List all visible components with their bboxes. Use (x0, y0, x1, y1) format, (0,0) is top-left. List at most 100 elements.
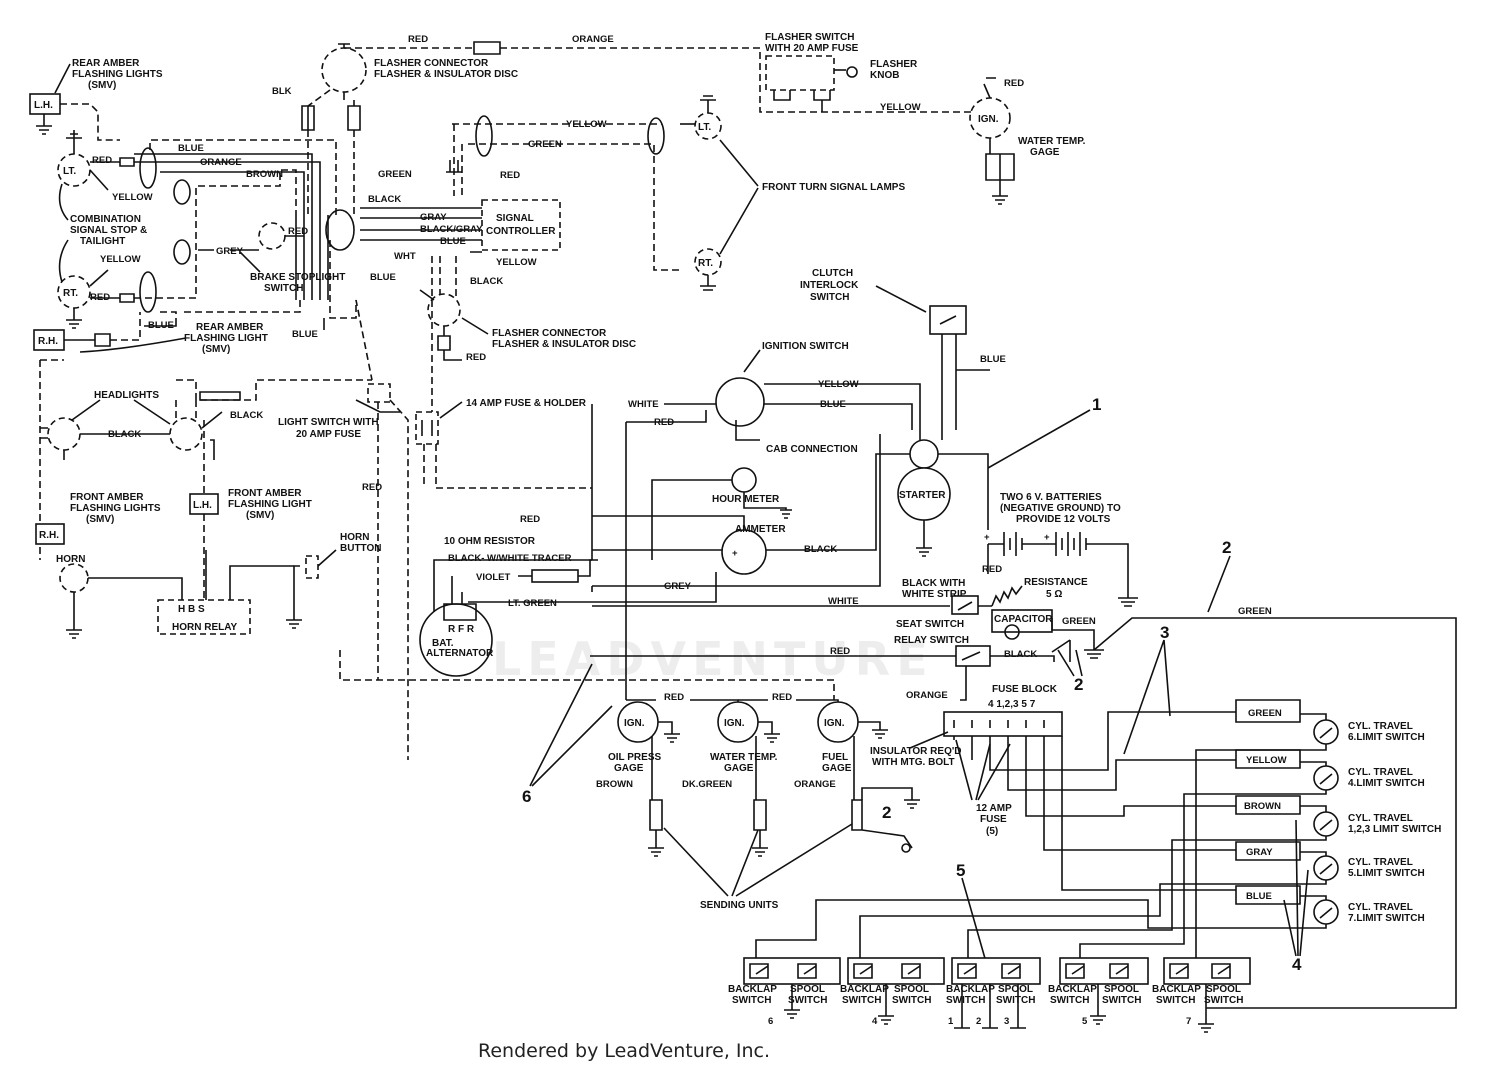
brake-stoplight-switch (198, 222, 304, 251)
flasher-connector-mid (419, 289, 461, 351)
rt-label-front: RT. (698, 258, 713, 269)
wire-white-ign: WHITE (628, 399, 659, 410)
flasher-knob-label-2: KNOB (870, 70, 899, 81)
front-turn-signal-rt: RT. (694, 248, 722, 291)
oil-press-gage: IGN. (617, 701, 680, 857)
callout-5: 5 (956, 861, 965, 880)
callout-4: 4 (1292, 955, 1302, 974)
relay-switch-label: RELAY SWITCH (894, 635, 969, 646)
clutch-interlock-label-3: SWITCH (810, 292, 849, 303)
footer-credit: Rendered by LeadVenture, Inc. (478, 1040, 771, 1062)
cyl5-label-2: 5.LIMIT SWITCH (1348, 868, 1425, 879)
wire-green-cap: GREEN (1062, 616, 1096, 627)
water-temp-gage-top: IGN. (969, 77, 1015, 205)
wire-black-sig: BLACK (368, 194, 401, 205)
wire-red-gage2: RED (772, 692, 792, 703)
wire-yellow-flasher: YELLOW (880, 102, 921, 113)
cyl6-label-1: CYL. TRAVEL (1348, 721, 1413, 732)
flasher-switch-label-1: FLASHER SWITCH (765, 32, 854, 43)
spool-label-4-1: SPOOL (894, 984, 929, 995)
wire-white-seat: WHITE (828, 596, 859, 607)
cyl5-label-1: CYL. TRAVEL (1348, 857, 1413, 868)
horn (59, 563, 183, 639)
lt-label-rear: LT. (63, 166, 76, 177)
oil-press-label-2: GAGE (614, 763, 644, 774)
wire-orange-fuel: ORANGE (794, 779, 836, 790)
hour-meter-label: HOUR METER (712, 494, 780, 505)
horn-button-label-1: HORN (340, 532, 369, 543)
front-amber-lh2-label-1: FRONT AMBER (228, 488, 302, 499)
ign-label-top: IGN. (978, 114, 999, 125)
spool-label-6-1: SPOOL (790, 984, 825, 995)
ground-1: 1 (948, 1016, 954, 1027)
clutch-interlock-label-1: CLUTCH (812, 268, 853, 279)
wire-brown-oil: BROWN (596, 779, 633, 790)
headlight-right (169, 411, 223, 460)
alternator-pins: R F R (448, 624, 475, 635)
backlap-label-123-2: SWITCH (946, 995, 985, 1006)
wire-yellow-ls4: YELLOW (1246, 755, 1287, 766)
batteries-label-2: (NEGATIVE GROUND) TO (1000, 503, 1121, 514)
insulator-label-2: WITH MTG. BOLT (872, 757, 955, 768)
horn-relay: H B S HORN RELAY (157, 550, 294, 635)
resistance-5-ohm (991, 585, 1023, 607)
flasher-switch (765, 55, 858, 101)
flasher-switch-label-2: WITH 20 AMP FUSE (765, 43, 859, 54)
cyl7-label-2: 7.LIMIT SWITCH (1348, 913, 1425, 924)
combination-light-rt: RT. (57, 269, 120, 329)
flasher-connector-mid-label-2: FLASHER & INSULATOR DISC (492, 339, 636, 350)
combination-light-lt: LT. (57, 130, 120, 191)
rt-label-rear: RT. (63, 288, 78, 299)
rear-amber-lh-label-3: (SMV) (88, 80, 116, 91)
fuel-gage-label-2: GAGE (822, 763, 852, 774)
rh-label-front: R.H. (39, 530, 59, 541)
ground-3: 3 (1004, 1016, 1009, 1027)
wire-black-sig2: BLACK (470, 276, 503, 287)
backlap-label-123-1: BACKLAP (946, 984, 995, 995)
spool-label-123-2: SWITCH (996, 995, 1035, 1006)
flasher-knob-label-1: FLASHER (870, 59, 918, 70)
wire-red-battery: RED (982, 564, 1002, 575)
fuse-12-label-3: (5) (986, 826, 998, 837)
wire-red-ign: RED (654, 417, 674, 428)
resistance-label-2: 5 Ω (1046, 589, 1062, 600)
flasher-connector-top-label-1: FLASHER CONNECTOR (374, 58, 489, 69)
ign-label-fuel: IGN. (824, 718, 845, 729)
backlap-label-5-2: SWITCH (1050, 995, 1089, 1006)
backlap-label-7-1: BACKLAP (1152, 984, 1201, 995)
wire-blue-sig: BLUE (440, 236, 466, 247)
wire-red-fc: RED (466, 352, 486, 363)
resistor-10-label: 10 OHM RESISTOR (444, 536, 536, 547)
wire-green-left: GREEN (378, 169, 412, 180)
wire-blue-harness: BLUE (292, 329, 318, 340)
wire-blue-top: BLUE (178, 143, 204, 154)
black-white-strip-label-2: WHITE STRIP (902, 589, 967, 600)
wire-yellow-sig2: YELLOW (496, 257, 537, 268)
fuse-block-label: FUSE BLOCK (992, 684, 1058, 695)
hour-meter (651, 467, 792, 560)
spool-label-5-2: SWITCH (1102, 995, 1141, 1006)
signal-controller-label-1: SIGNAL (496, 213, 534, 224)
rear-amber-lh-label-1: REAR AMBER (72, 58, 140, 69)
wire-blue-left: BLUE (370, 272, 396, 283)
callout-2-top: 2 (1222, 538, 1231, 557)
wire-red-brake: RED (288, 226, 308, 237)
wire-blk: BLK (272, 86, 292, 97)
wire-green-long: GREEN (1238, 606, 1272, 617)
ground-4: 4 (872, 1016, 878, 1027)
water-temp-bottom-label-2: GAGE (724, 763, 754, 774)
backlap-spool-group-4 (847, 957, 945, 1025)
wire-blue-ls7: BLUE (1246, 891, 1272, 902)
backlap-spool-group-5 (1059, 957, 1149, 1025)
callout-3: 3 (1160, 623, 1169, 642)
cyl123-label-1: CYL. TRAVEL (1348, 813, 1413, 824)
fuse-12-label-1: 12 AMP (976, 803, 1012, 814)
svg-text:+: + (732, 548, 738, 559)
brake-stoplight-label-2: SWITCH (264, 283, 303, 294)
backlap-label-4-1: BACKLAP (840, 984, 889, 995)
callout-2-relay: 2 (1074, 675, 1083, 694)
seat-switch (951, 595, 992, 615)
wire-wht: WHT (394, 251, 416, 262)
front-amber-lh2-label-2: FLASHING LIGHT (228, 499, 312, 510)
batteries (988, 532, 1138, 607)
